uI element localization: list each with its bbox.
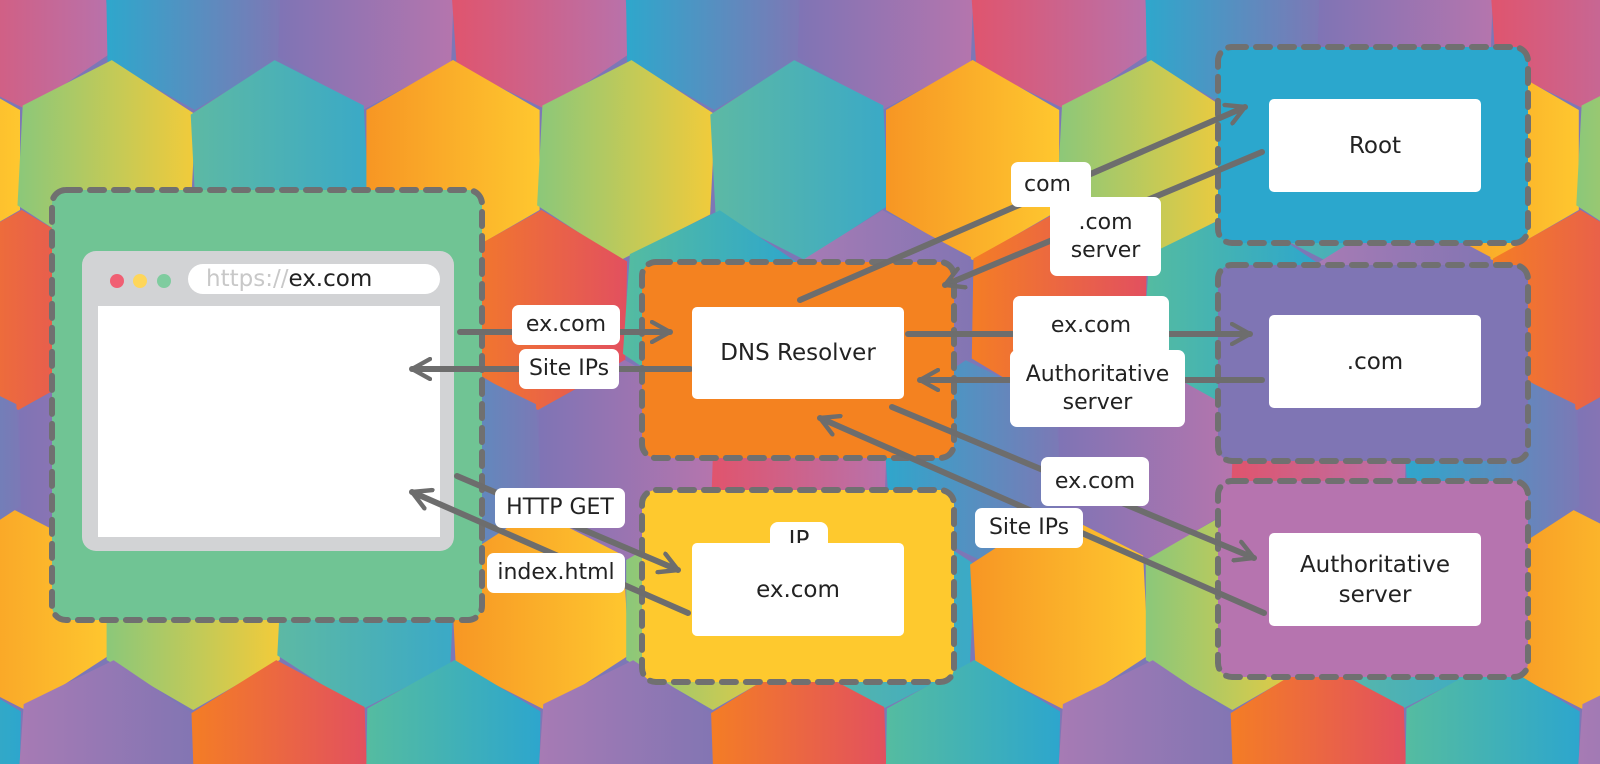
root-server-node: Root — [1269, 99, 1481, 192]
tld-server-node: .com — [1269, 315, 1481, 408]
background-hexagon — [1230, 660, 1406, 764]
background-hexagon — [1405, 660, 1580, 764]
background-hexagon — [626, 0, 801, 110]
url-scheme: https:// — [206, 266, 289, 292]
background-hexagon — [1058, 660, 1236, 764]
background-hexagon — [797, 0, 974, 110]
label-browser-answer: Site IPs — [519, 349, 619, 389]
label-tld-query: ex.com — [1013, 296, 1169, 356]
label-http-request: HTTP GET — [495, 488, 625, 528]
window-close-dot — [110, 274, 124, 288]
background-hexagon — [0, 98, 20, 222]
background-hexagon — [885, 660, 1061, 764]
background-hexagon — [0, 698, 21, 764]
label-browser-query: ex.com — [512, 305, 620, 345]
window-maximize-dot — [157, 274, 171, 288]
background-hexagon — [1578, 398, 1600, 523]
background-hexagon — [0, 396, 24, 520]
label-http-response: index.html — [487, 553, 625, 593]
label-auth-query: ex.com — [1041, 457, 1149, 506]
label-tld-answer: Authoritative server — [1010, 350, 1185, 427]
webserver-node: ex.com — [692, 543, 904, 636]
background-hexagon — [278, 0, 454, 110]
background-hexagon — [539, 660, 717, 764]
background-hexagon — [1576, 96, 1600, 221]
background-hexagon — [971, 0, 1150, 110]
background-hexagon — [106, 0, 281, 110]
background-hexagon — [19, 660, 197, 764]
background-hexagon — [1578, 695, 1600, 764]
label-root-answer: .com server — [1050, 197, 1161, 276]
background-hexagon — [711, 660, 887, 764]
background-hexagon — [452, 0, 630, 110]
background-hexagon — [1491, 0, 1600, 110]
browser-viewport — [98, 306, 440, 537]
address-bar[interactable]: https://ex.com — [188, 264, 440, 294]
background-hexagon — [0, 0, 110, 110]
window-minimize-dot — [133, 274, 147, 288]
background-hexagon — [366, 660, 541, 764]
background-hexagon — [537, 60, 716, 260]
background-hexagon — [191, 660, 367, 764]
authoritative-server-node: Authoritative server — [1269, 533, 1481, 626]
dns-resolver-node: DNS Resolver — [692, 307, 904, 399]
label-auth-answer: Site IPs — [975, 508, 1083, 548]
url-host: ex.com — [288, 266, 373, 292]
